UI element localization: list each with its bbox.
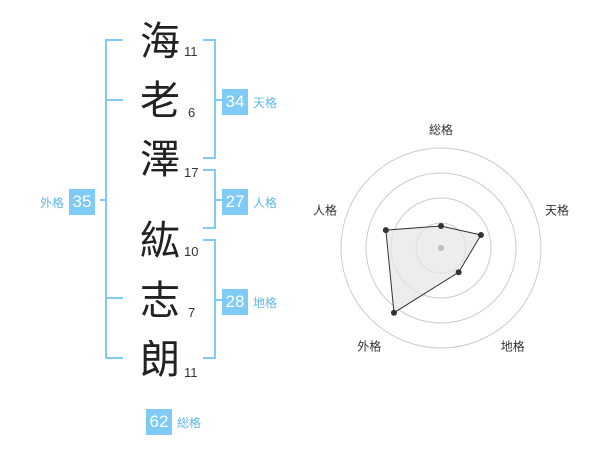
jinkaku-value: 27: [222, 189, 248, 215]
radar-point: [438, 223, 444, 229]
tenkaku-label: 天格: [253, 95, 278, 110]
tenkaku-badge: 34 天格: [222, 89, 277, 115]
radar-axis-label: 人格: [313, 202, 337, 217]
stroke-count-4: 10: [184, 244, 199, 259]
gaikaku-bracket-mid: [100, 99, 123, 299]
radar-center: [438, 245, 444, 251]
stroke-count-1: 11: [184, 44, 198, 59]
gaikaku-badge: 外格 35: [40, 189, 96, 215]
name-char-5: 志: [140, 278, 180, 324]
jinkaku-badge: 27 人格: [222, 189, 277, 215]
name-char-1: 海: [140, 19, 180, 65]
radar-point: [477, 232, 484, 239]
radar-point: [382, 227, 389, 234]
tenkaku-bracket: [203, 39, 222, 159]
stroke-count-6: 11: [184, 365, 198, 380]
jinkaku-bracket: [203, 169, 222, 229]
radar-point: [455, 269, 462, 276]
soukaku-badge: 62 総格: [146, 409, 201, 435]
name-char-6: 朗: [140, 337, 180, 383]
name-char-2: 老: [140, 78, 180, 124]
radar-ring: [365, 172, 517, 324]
radar-point: [390, 309, 397, 316]
radar-axis-label: 地格: [501, 339, 525, 354]
chikaku-bracket: [203, 239, 222, 359]
chikaku-badge: 28 地格: [222, 289, 277, 315]
stroke-count-2: 6: [188, 105, 196, 120]
name-char-3: 澤: [140, 137, 180, 183]
radar-series-area: [385, 225, 482, 314]
soukaku-value: 62: [146, 409, 172, 435]
chikaku-value: 28: [222, 289, 248, 315]
chikaku-label: 地格: [253, 295, 278, 310]
radar-axis-label: 外格: [357, 339, 381, 354]
jinkaku-label: 人格: [253, 195, 278, 210]
stroke-count-5: 7: [188, 305, 196, 320]
name-char-4: 紘: [140, 218, 180, 264]
soukaku-label: 総格: [177, 415, 202, 430]
gaikaku-label: 外格: [40, 195, 65, 210]
stroke-count-3: 17: [184, 165, 199, 180]
radar-ring: [340, 147, 542, 349]
tenkaku-value: 34: [222, 89, 248, 115]
radar-axis-label: 天格: [545, 202, 569, 217]
gaikaku-value: 35: [69, 189, 96, 215]
radar-axis-label: 総格: [429, 122, 453, 137]
